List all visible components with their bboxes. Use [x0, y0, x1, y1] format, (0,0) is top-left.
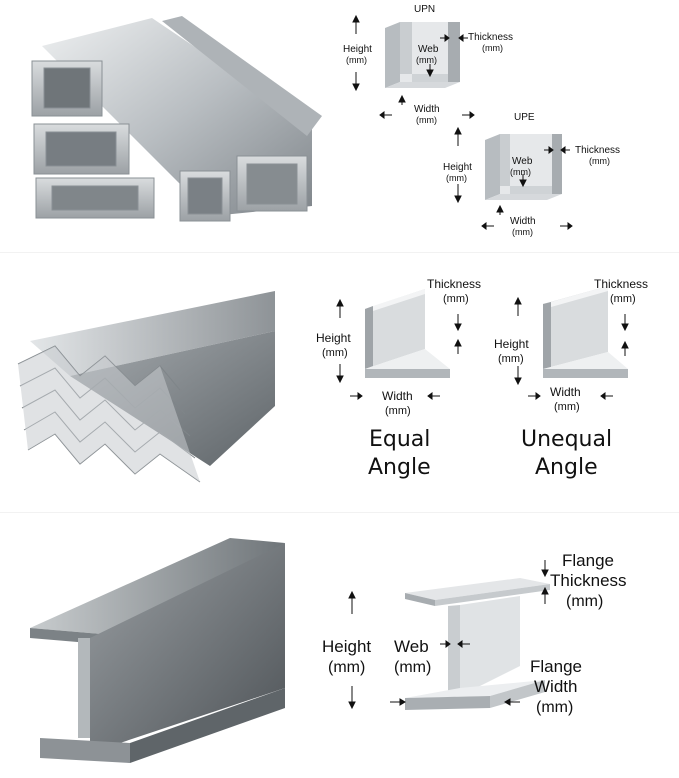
section-divider — [0, 512, 679, 513]
unequal-width-unit: (mm) — [554, 401, 580, 413]
equal-caption-line2: Angle — [368, 455, 431, 480]
upn-thickness-unit: (mm) — [482, 43, 503, 53]
equal-height-unit: (mm) — [322, 347, 348, 359]
upn-web-unit: (mm) — [416, 55, 437, 65]
channel-section: UPN Height (mm) Web (mm) Thickn — [0, 0, 679, 248]
angle-section: Height (mm) Thickness (mm) Width (mm) Eq… — [0, 256, 679, 506]
ibeam-height-label: Height — [322, 637, 371, 656]
ibeam-web-unit: (mm) — [394, 659, 431, 676]
upe-height-label: Height — [443, 162, 472, 173]
ibeam-flange-width-line1: Flange — [530, 657, 582, 676]
upn-title: UPN — [414, 4, 435, 15]
upe-web-label: Web — [512, 156, 533, 167]
unequal-height-label: Height — [494, 337, 529, 351]
equal-thickness-label: Thickness — [427, 277, 481, 291]
ibeam-web-label: Web — [394, 637, 429, 656]
upe-thickness-label: Thickness — [575, 145, 620, 156]
unequal-caption-line1: Unequal — [521, 427, 612, 452]
unequal-caption-line2: Angle — [535, 455, 598, 480]
upn-height-unit: (mm) — [346, 55, 367, 65]
equal-angle-diagram: Height (mm) Thickness (mm) Width (mm) Eq… — [316, 277, 481, 480]
equal-width-label: Width — [382, 389, 413, 403]
upe-thickness-unit: (mm) — [589, 156, 610, 166]
equal-thickness-unit: (mm) — [443, 293, 469, 305]
unequal-height-unit: (mm) — [498, 353, 524, 365]
section-divider — [0, 252, 679, 253]
ibeam-diagram: Height (mm) Web (mm) Flange Thickness (m… — [322, 551, 627, 716]
ibeam-shape — [405, 578, 550, 710]
equal-angle-shape — [365, 289, 450, 378]
upe-width-label: Width — [510, 216, 536, 227]
upe-diagram: UPE Height (mm) Web (mm) Thickness (mm) … — [443, 112, 620, 237]
upn-web-label: Web — [418, 44, 439, 55]
ibeam-flange-width-line2: Width — [534, 677, 577, 696]
upn-width-unit: (mm) — [416, 115, 437, 125]
ibeam-section: Height (mm) Web (mm) Flange Thickness (m… — [0, 516, 679, 770]
unequal-thickness-unit: (mm) — [610, 293, 636, 305]
ibeam-flange-width-unit: (mm) — [536, 699, 573, 716]
upe-title: UPE — [514, 112, 535, 123]
equal-width-unit: (mm) — [385, 405, 411, 417]
upn-height-label: Height — [343, 44, 372, 55]
unequal-angle-diagram: Height (mm) Thickness (mm) Width (mm) Un… — [494, 277, 648, 480]
upe-width-unit: (mm) — [512, 227, 533, 237]
upn-diagram: UPN Height (mm) Web (mm) Thickn — [343, 4, 513, 125]
angle-steel-photo — [17, 291, 275, 483]
ibeam-height-unit: (mm) — [328, 659, 365, 676]
channel-steel-photo — [31, 16, 322, 222]
upn-thickness-label: Thickness — [468, 32, 513, 43]
upe-web-unit: (mm) — [510, 167, 531, 177]
ibeam-flange-thickness-line2: Thickness — [550, 571, 627, 590]
upn-width-label: Width — [414, 104, 440, 115]
upe-height-unit: (mm) — [446, 173, 467, 183]
unequal-width-label: Width — [550, 385, 581, 399]
unequal-angle-shape — [543, 286, 628, 378]
ibeam-flange-thickness-line1: Flange — [562, 551, 614, 570]
upe-channel-shape — [485, 134, 562, 200]
ibeam-flange-thickness-unit: (mm) — [566, 593, 603, 610]
equal-caption-line1: Equal — [369, 427, 430, 452]
unequal-thickness-label: Thickness — [594, 277, 648, 291]
equal-height-label: Height — [316, 331, 351, 345]
ibeam-steel-photo — [30, 538, 285, 763]
